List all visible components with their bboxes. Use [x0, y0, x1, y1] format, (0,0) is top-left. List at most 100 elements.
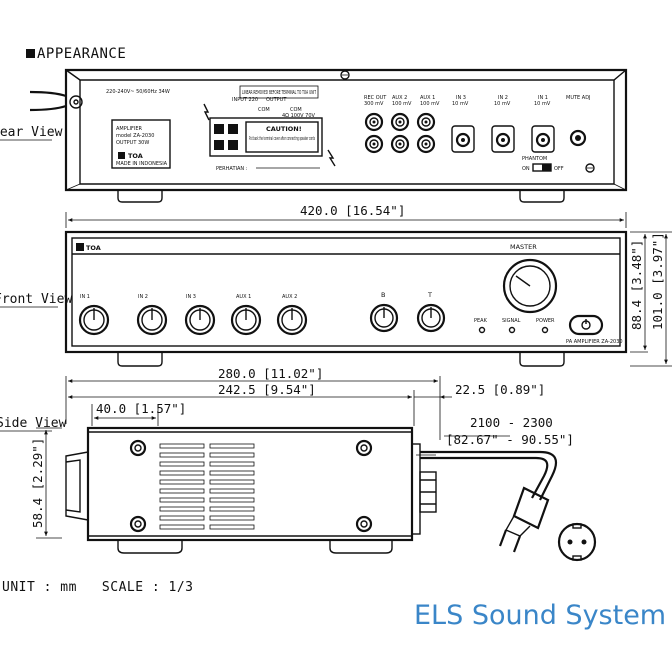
svg-text:100 mV: 100 mV: [420, 101, 440, 107]
side-view-label: Side View: [0, 416, 67, 431]
phantom-label: PHANTOM: [522, 156, 547, 162]
svg-text:10 mV: 10 mV: [452, 101, 469, 107]
rear-view-label: Rear View: [0, 125, 63, 140]
vent-slot: [209, 524, 255, 530]
svg-text:10 mV: 10 mV: [494, 101, 511, 107]
nameplate-line-1: AMPLIFIER: [116, 126, 143, 132]
vent-slot: [209, 488, 255, 494]
rca-jack: [416, 134, 436, 154]
rear-com-label-a: COM: [258, 107, 270, 113]
phantom-switch: [542, 164, 551, 171]
input-knob-label: AUX 1: [236, 294, 251, 300]
input-knob-in-2: IN 2: [136, 294, 168, 336]
tone-treble-label: T: [427, 291, 432, 299]
perhatian-label: PERHATIAN :: [216, 166, 248, 172]
unit-scale-note: UNIT : mm SCALE : 1/3: [2, 580, 194, 595]
front-model-label: PA AMPLIFIER ZA-2030: [566, 339, 623, 345]
vent-slot: [159, 488, 205, 494]
input-knob-label: IN 3: [186, 294, 196, 300]
indicator-power: POWER: [536, 318, 555, 334]
vent-slot: [159, 515, 205, 521]
master-label: MASTER: [510, 243, 537, 251]
dim-cord-length-in: [82.67" - 90.55"]: [446, 432, 574, 447]
jack-label-in1: IN 1: [538, 95, 548, 101]
vent-slot: [159, 479, 205, 485]
master-knob: [515, 275, 531, 287]
side-view: 280.0 [11.02"] 242.5 [9.54"] 22.5 [0.89"…: [30, 366, 597, 562]
caution-title: CAUTION!: [266, 125, 302, 133]
dim-rear-protrusion: 22.5 [0.89"]: [455, 382, 545, 397]
front-logo-icon: [76, 243, 84, 251]
indicator-peak: PEAK: [474, 318, 488, 334]
nameplate-line-2: model ZA-2030: [116, 133, 154, 139]
mic-jack-in3: [451, 125, 475, 153]
tone-bass-knob: B: [369, 291, 399, 333]
vent-slot: [209, 497, 255, 503]
svg-text:PEAK: PEAK: [474, 318, 488, 324]
input-knob-label: AUX 2: [282, 294, 297, 300]
nameplate-brand: TOA: [128, 152, 143, 160]
nameplate-logo-icon: [118, 152, 125, 159]
caution-text: Put back the terminal cover after connec…: [249, 136, 315, 142]
svg-text:ON: ON: [522, 166, 530, 172]
rear-power-label: 220-240V~ 50/60Hz 34W: [106, 89, 170, 95]
input-knob-aux-2: AUX 2: [276, 294, 308, 336]
brand-watermark: ELS Sound System: [414, 600, 667, 631]
vent-slot: [159, 506, 205, 512]
heading-square-icon: [26, 49, 35, 58]
dim-height-panel: 88.4 [3.48"]: [629, 240, 644, 330]
vent-slot: [209, 443, 255, 449]
rear-output-label: OUTPUT: [266, 97, 287, 103]
dim-height-total: 101.0 [3.97"]: [650, 232, 665, 330]
front-view-label: Front View: [0, 292, 72, 307]
input-knob-label: IN 2: [138, 294, 148, 300]
jack-label-aux1: AUX 1: [420, 95, 435, 101]
vent-slot: [159, 452, 205, 458]
dim-side-height: 58.4 [2.29"]: [30, 438, 45, 528]
dim-foot-offset: 40.0 [1.57"]: [96, 401, 186, 416]
appearance-heading-text: APPEARANCE: [37, 46, 127, 62]
front-brand: TOA: [86, 244, 101, 252]
vent-slot: [159, 461, 205, 467]
vent-slot: [209, 452, 255, 458]
vent-slot: [159, 470, 205, 476]
tone-treble-knob: T: [416, 291, 446, 333]
appearance-heading: APPEARANCE: [26, 46, 126, 62]
mic-jack-in2: [491, 125, 515, 153]
vent-slot: [159, 497, 205, 503]
dim-width: 420.0 [16.54"]: [300, 203, 405, 218]
vent-slot: [159, 443, 205, 449]
input-knob-aux-1: AUX 1: [230, 294, 262, 336]
svg-text:OFF: OFF: [554, 166, 564, 172]
dim-cord-length: 2100 - 2300: [470, 415, 553, 430]
rca-jack: [364, 134, 384, 154]
jack-label-in3: IN 3: [456, 95, 466, 101]
svg-text:SIGNAL: SIGNAL: [502, 318, 521, 324]
jack-label-rec-out: REC OUT: [364, 95, 387, 101]
plug-face-icon: [557, 522, 597, 562]
svg-text:10 mV: 10 mV: [534, 101, 551, 107]
rear-com-label-b: COM: [290, 107, 302, 113]
vent-slot: [209, 461, 255, 467]
rca-jack: [416, 112, 436, 132]
input-knob-label: IN 1: [80, 294, 90, 300]
indicator-signal: SIGNAL: [502, 318, 521, 334]
vent-slot: [209, 515, 255, 521]
nameplate-line-3: OUTPUT 30W: [116, 140, 149, 146]
input-knob-in-1: IN 1: [78, 294, 110, 336]
rca-jack-grid: REC OUT 300 mV AUX 2 100 mV AUX 1 100 mV: [364, 95, 440, 154]
vent-slot: [209, 506, 255, 512]
rear-warning-note: LINEAR REMOVED BEFORE TERMINAL TO TOA UN…: [242, 90, 317, 96]
svg-text:300 mV: 300 mV: [364, 101, 384, 107]
dim-depth-total: 280.0 [11.02"]: [218, 366, 323, 381]
power-button: [568, 314, 604, 336]
vent-slot: [209, 470, 255, 476]
vent-slot: [159, 524, 205, 530]
vent-slot: [209, 479, 255, 485]
rear-input-label: INPUT 220: [232, 97, 258, 103]
jack-label-aux2: AUX 2: [392, 95, 407, 101]
rear-output-taps: 4Ω 100V 70V: [282, 113, 316, 119]
rca-jack: [390, 112, 410, 132]
front-view: 420.0 [16.54"] TOA IN 1 IN 2 IN 3 AUX 1 AUX …: [64, 203, 672, 367]
